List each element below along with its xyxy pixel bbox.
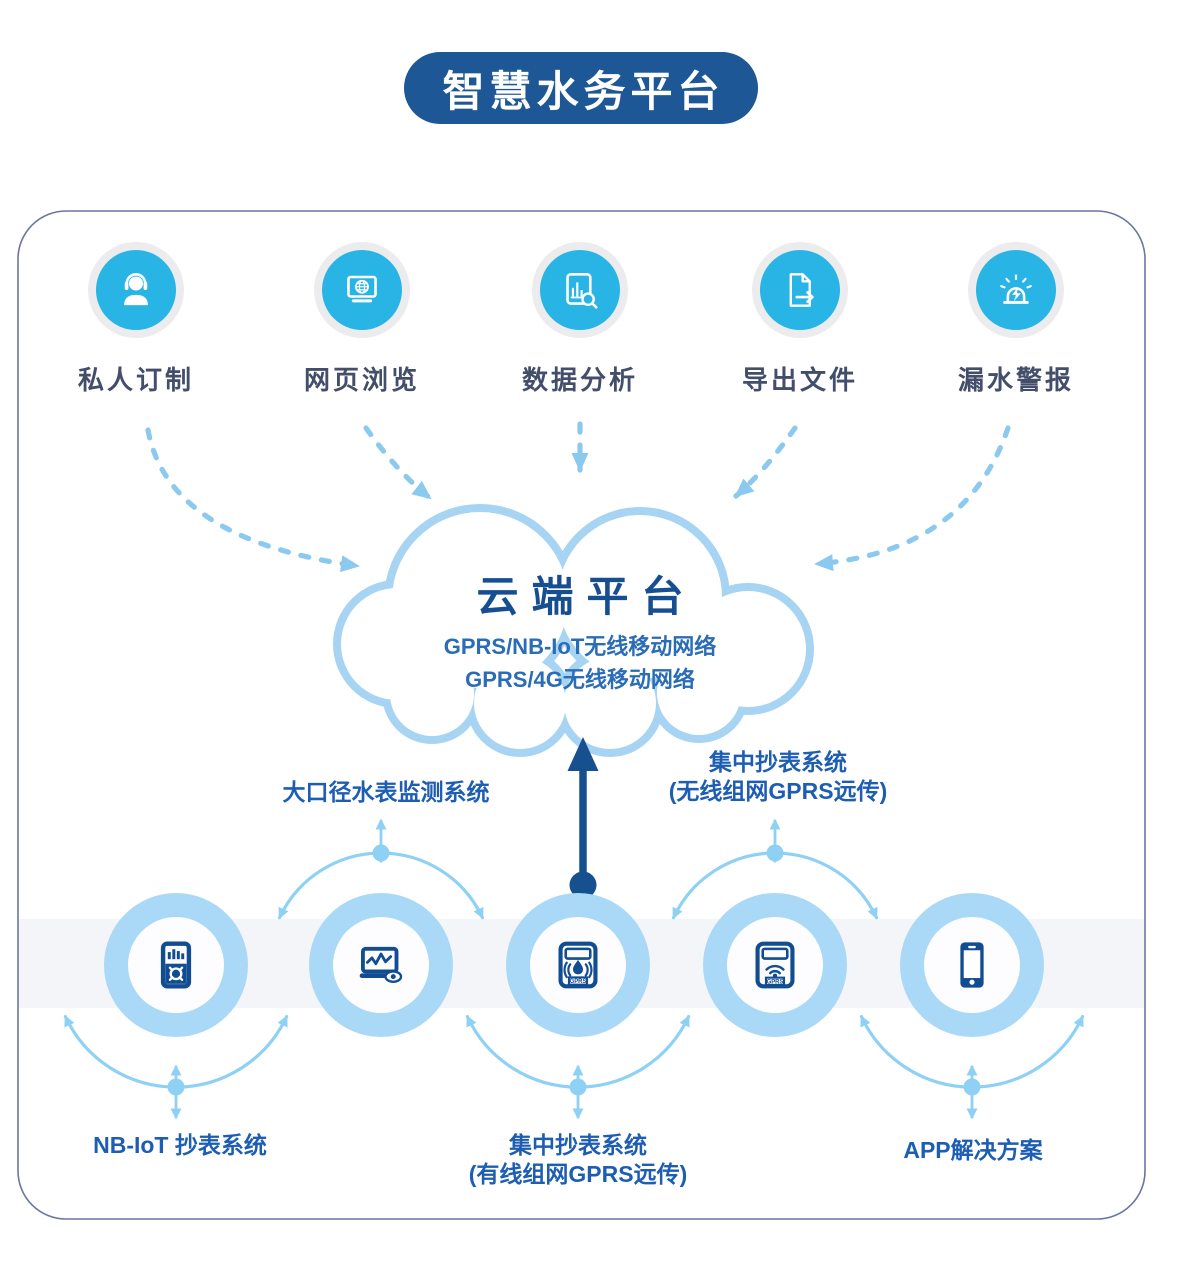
web-browser-icon [347, 275, 377, 303]
monitoring-laptop-icon [359, 946, 403, 983]
label-wireless-gprs-system: 集中抄表系统 (无线组网GPRS远传) [668, 749, 888, 804]
dashed-arrow-private [145, 427, 361, 573]
label-wired-gprs-system: 集中抄表系统 (有线组网GPRS远传) [468, 1132, 688, 1187]
page-title: 智慧水务平台 [442, 67, 725, 115]
feature-label: 导出文件 [741, 365, 859, 395]
container-border [17, 210, 1146, 1220]
feature-export-file: 导出文件 [742, 242, 858, 397]
upload-arrow [567, 737, 599, 899]
label-big-meter-system: 大口径水表监测系统 [282, 779, 490, 805]
cloud-shape [333, 504, 814, 757]
gprs-badge: GPRS [767, 979, 784, 985]
cloud-title: 云端平台 [476, 573, 697, 620]
feature-label: 漏水警报 [957, 365, 1075, 395]
feature-leak-alarm: 漏水警报 [958, 242, 1074, 397]
gprs-wireless-meter-icon: GPRS [755, 941, 795, 989]
feature-label: 数据分析 [521, 365, 639, 395]
feature-label: 网页浏览 [303, 365, 421, 395]
feature-web-browse: 网页浏览 [304, 242, 420, 397]
data-analysis-icon [566, 272, 598, 309]
gprs-badge: GPRS [570, 979, 587, 985]
leak-alarm-icon [1000, 274, 1032, 304]
nbiot-meter-icon [160, 941, 192, 989]
feature-label: 私人订制 [77, 365, 195, 395]
feature-private-custom: 私人订制 [78, 242, 194, 397]
device-smartphone [900, 893, 1044, 1037]
dashed-arrow-web [363, 425, 433, 501]
feature-to-cloud-dashed-arrows [145, 421, 1011, 573]
cloud-network-line1: GPRS/NB-IoT无线移动网络 [443, 634, 717, 659]
device-monitoring-laptop [309, 893, 453, 1037]
dashed-arrow-alarm [813, 425, 1011, 572]
cloud-platform: 云端平台 GPRS/NB-IoT无线移动网络 GPRS/4G无线移动网络 [320, 574, 840, 696]
gprs-water-meter-icon: GPRS [558, 941, 598, 989]
label-nbiot-system: NB-IoT 抄表系统 [93, 1132, 267, 1158]
feature-data-analysis: 数据分析 [522, 242, 638, 397]
title-banner: 智慧水务平台 [404, 52, 758, 124]
dashed-arrow-export [733, 425, 798, 499]
customer-service-icon [124, 273, 148, 306]
label-connectors [167, 818, 981, 1120]
export-file-icon [789, 273, 814, 307]
device-wired-gprs-meter: GPRS [506, 893, 650, 1037]
smartphone-icon [960, 942, 984, 988]
label-app-solution: APP解决方案 [903, 1137, 1043, 1163]
cloud-network-line2: GPRS/4G无线移动网络 [465, 667, 695, 692]
device-wireless-gprs-meter: GPRS [703, 893, 847, 1037]
device-nbiot-meter [104, 893, 248, 1037]
